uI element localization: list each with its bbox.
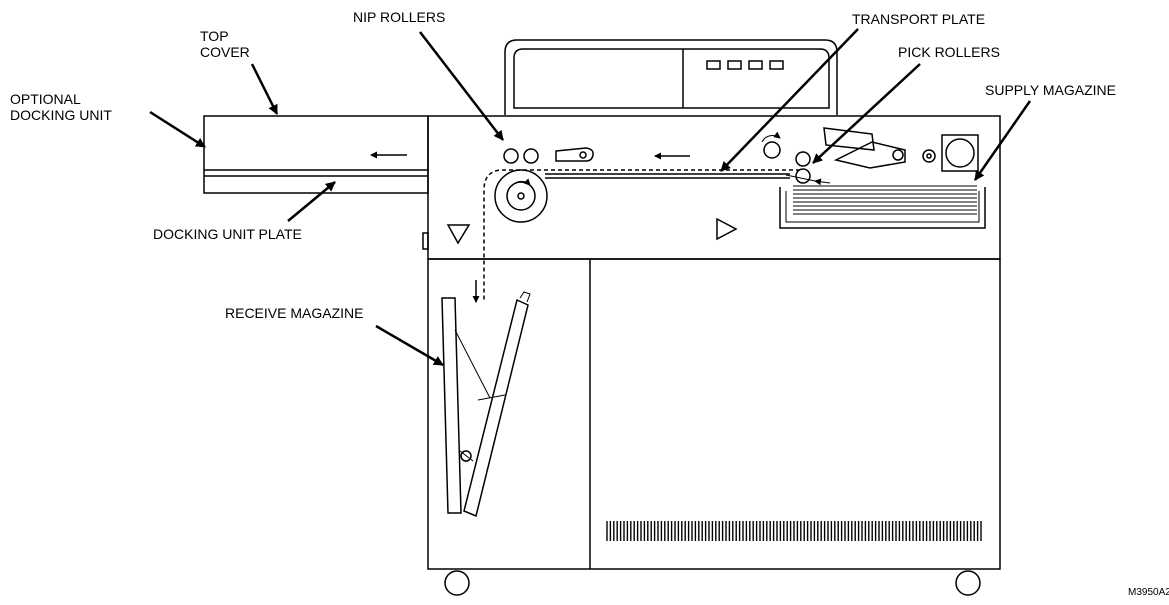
label-top-cover-line2: COVER — [200, 44, 250, 60]
label-top-cover-line1: TOP — [200, 28, 229, 44]
label-optional-docking-unit-line2: DOCKING UNIT — [10, 107, 112, 123]
pick-roller-assembly — [761, 127, 979, 186]
label-transport-plate: TRANSPORT PLATE — [852, 11, 985, 27]
label-supply-magazine: SUPPLY MAGAZINE — [985, 82, 1116, 98]
nip-roller-assembly — [494, 147, 594, 223]
label-nip-rollers: NIP ROLLERS — [353, 9, 445, 25]
label-pick-rollers: PICK ROLLERS — [898, 44, 1000, 60]
figure-id: M3950A2 — [1128, 587, 1169, 598]
leader-arrows — [149, 28, 1032, 367]
supply-magazine — [779, 185, 986, 229]
receive-magazine — [441, 291, 531, 518]
casters — [444, 570, 981, 596]
optional-docking-unit — [203, 115, 429, 194]
ventilation-grille — [606, 521, 982, 541]
label-receive-magazine: RECEIVE MAGAZINE — [225, 305, 363, 321]
display-housing — [504, 39, 838, 115]
label-docking-unit-plate: DOCKING UNIT PLATE — [153, 226, 302, 242]
main-unit — [422, 115, 1001, 570]
caster-right — [955, 570, 981, 596]
label-optional-docking-unit-line1: OPTIONAL — [10, 91, 81, 107]
callout-labels: TOP COVER OPTIONAL DOCKING UNIT NIP ROLL… — [10, 9, 1169, 598]
supply-media-stack — [793, 185, 977, 215]
caster-left — [444, 570, 470, 596]
